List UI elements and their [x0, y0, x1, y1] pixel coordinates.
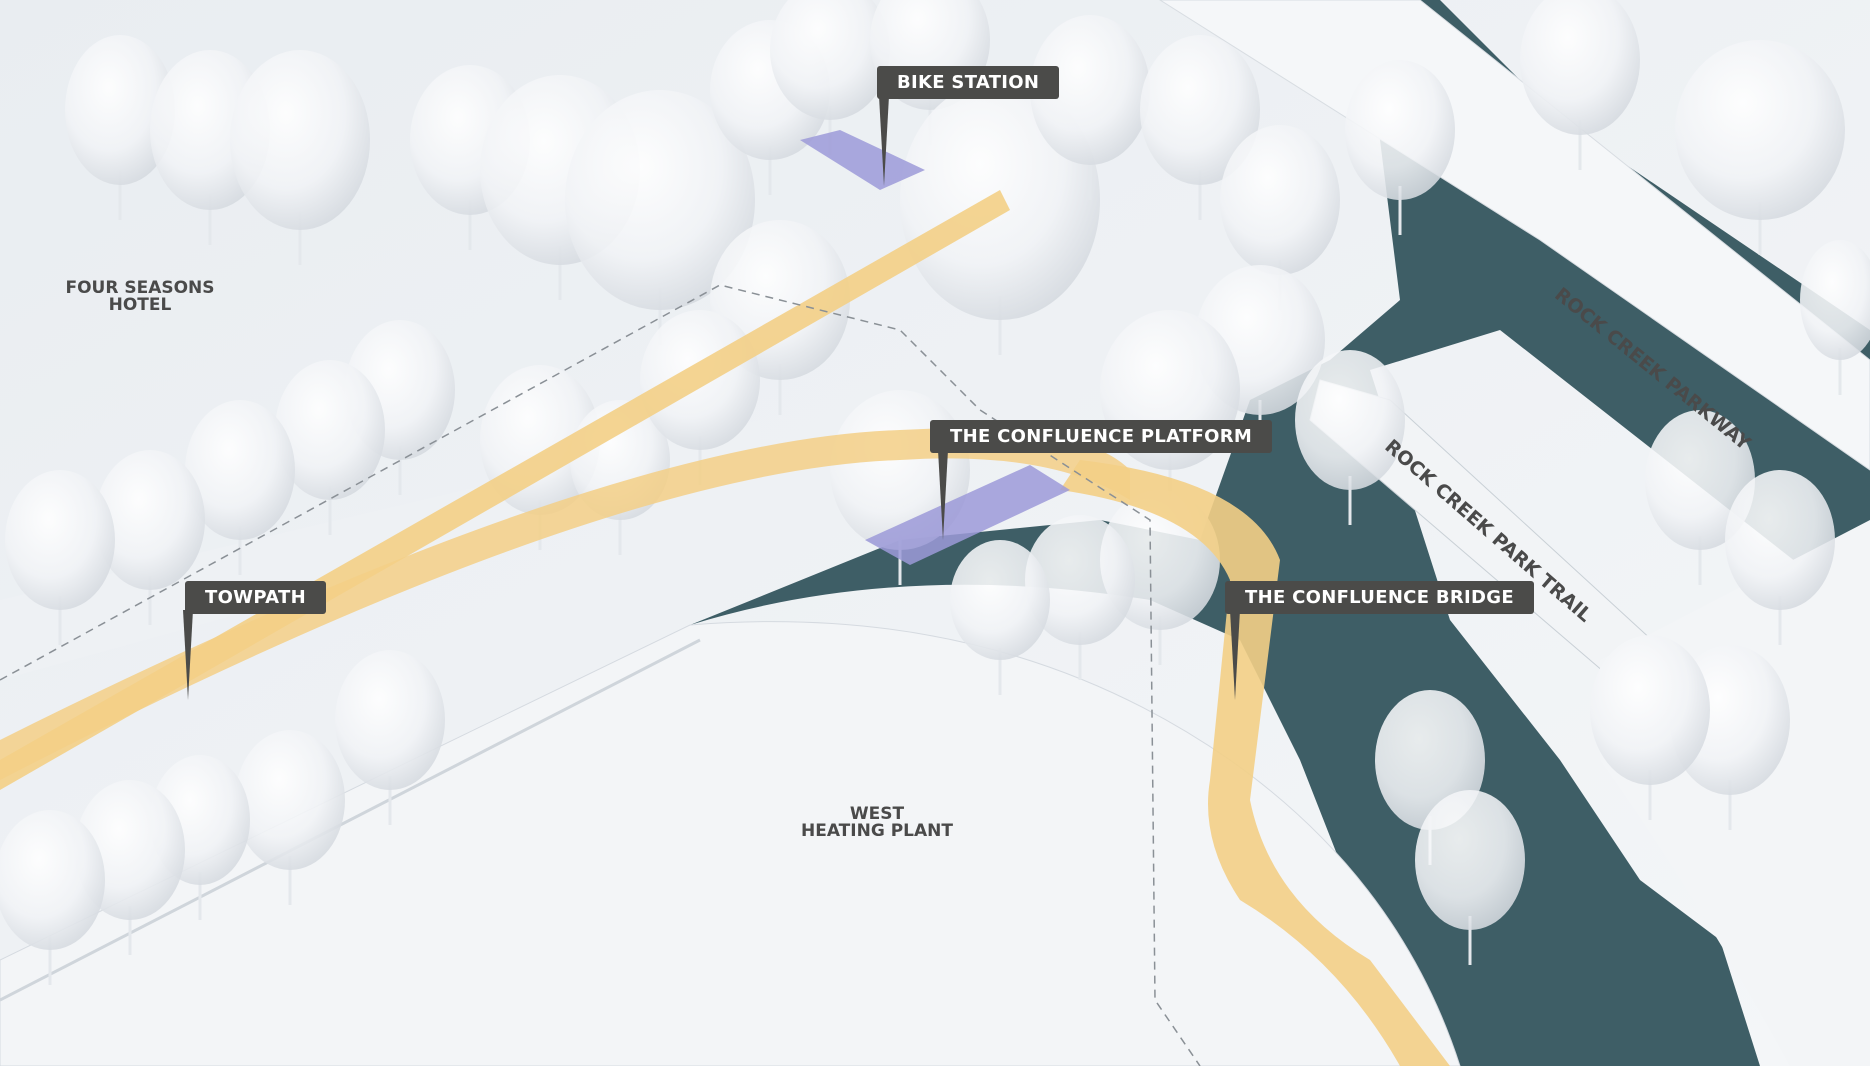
tree — [235, 730, 345, 870]
tree — [1675, 40, 1845, 220]
bike-station-platform — [800, 130, 925, 190]
tree — [1345, 60, 1455, 200]
tree — [230, 50, 370, 230]
tree-canopy — [0, 0, 1870, 950]
tree — [1415, 790, 1525, 930]
tree — [1030, 15, 1150, 165]
bike-station-pointer — [879, 96, 889, 186]
tree — [65, 35, 175, 185]
tree — [1800, 240, 1870, 360]
tree — [0, 810, 105, 950]
towpath-callout: TOWPATH — [185, 581, 326, 614]
creek-water — [690, 0, 1870, 1066]
tree — [770, 0, 890, 120]
towpath-pointer — [183, 610, 193, 700]
confluence-platform-callout: THE CONFLUENCE PLATFORM — [930, 420, 1273, 453]
plant-line-2: HEATING PLANT — [801, 821, 953, 841]
tree — [1590, 635, 1710, 785]
rock-creek-parkway-road — [1159, 0, 1870, 471]
tree — [1140, 35, 1260, 185]
tree — [185, 400, 295, 540]
confluence-bridge-callout: THE CONFLUENCE BRIDGE — [1225, 581, 1534, 614]
tree — [95, 450, 205, 590]
hotel-line-1: FOUR SEASONS — [65, 278, 215, 298]
four-seasons-hotel-label: FOUR SEASONS HOTEL — [60, 280, 220, 314]
plant-line-1: WEST — [849, 804, 905, 824]
confluence-platform-pointer — [938, 450, 948, 540]
tree — [5, 470, 115, 610]
bike-station-callout: BIKE STATION — [877, 66, 1060, 99]
tree — [1645, 410, 1755, 550]
tree — [1295, 350, 1405, 490]
west-heating-plant-label: WEST HEATING PLANT — [777, 806, 977, 840]
tree — [1725, 470, 1835, 610]
tree — [565, 90, 755, 310]
tree — [1025, 515, 1135, 645]
tree — [1220, 125, 1340, 275]
confluence-platform-deck — [865, 465, 1070, 565]
confluence-bridge-pointer — [1230, 610, 1240, 700]
tree — [275, 360, 385, 500]
tree — [335, 650, 445, 790]
west-heating-plant-roof — [0, 621, 1461, 1066]
tree — [950, 540, 1050, 660]
hotel-line-2: HOTEL — [108, 295, 172, 315]
tree — [1520, 0, 1640, 135]
